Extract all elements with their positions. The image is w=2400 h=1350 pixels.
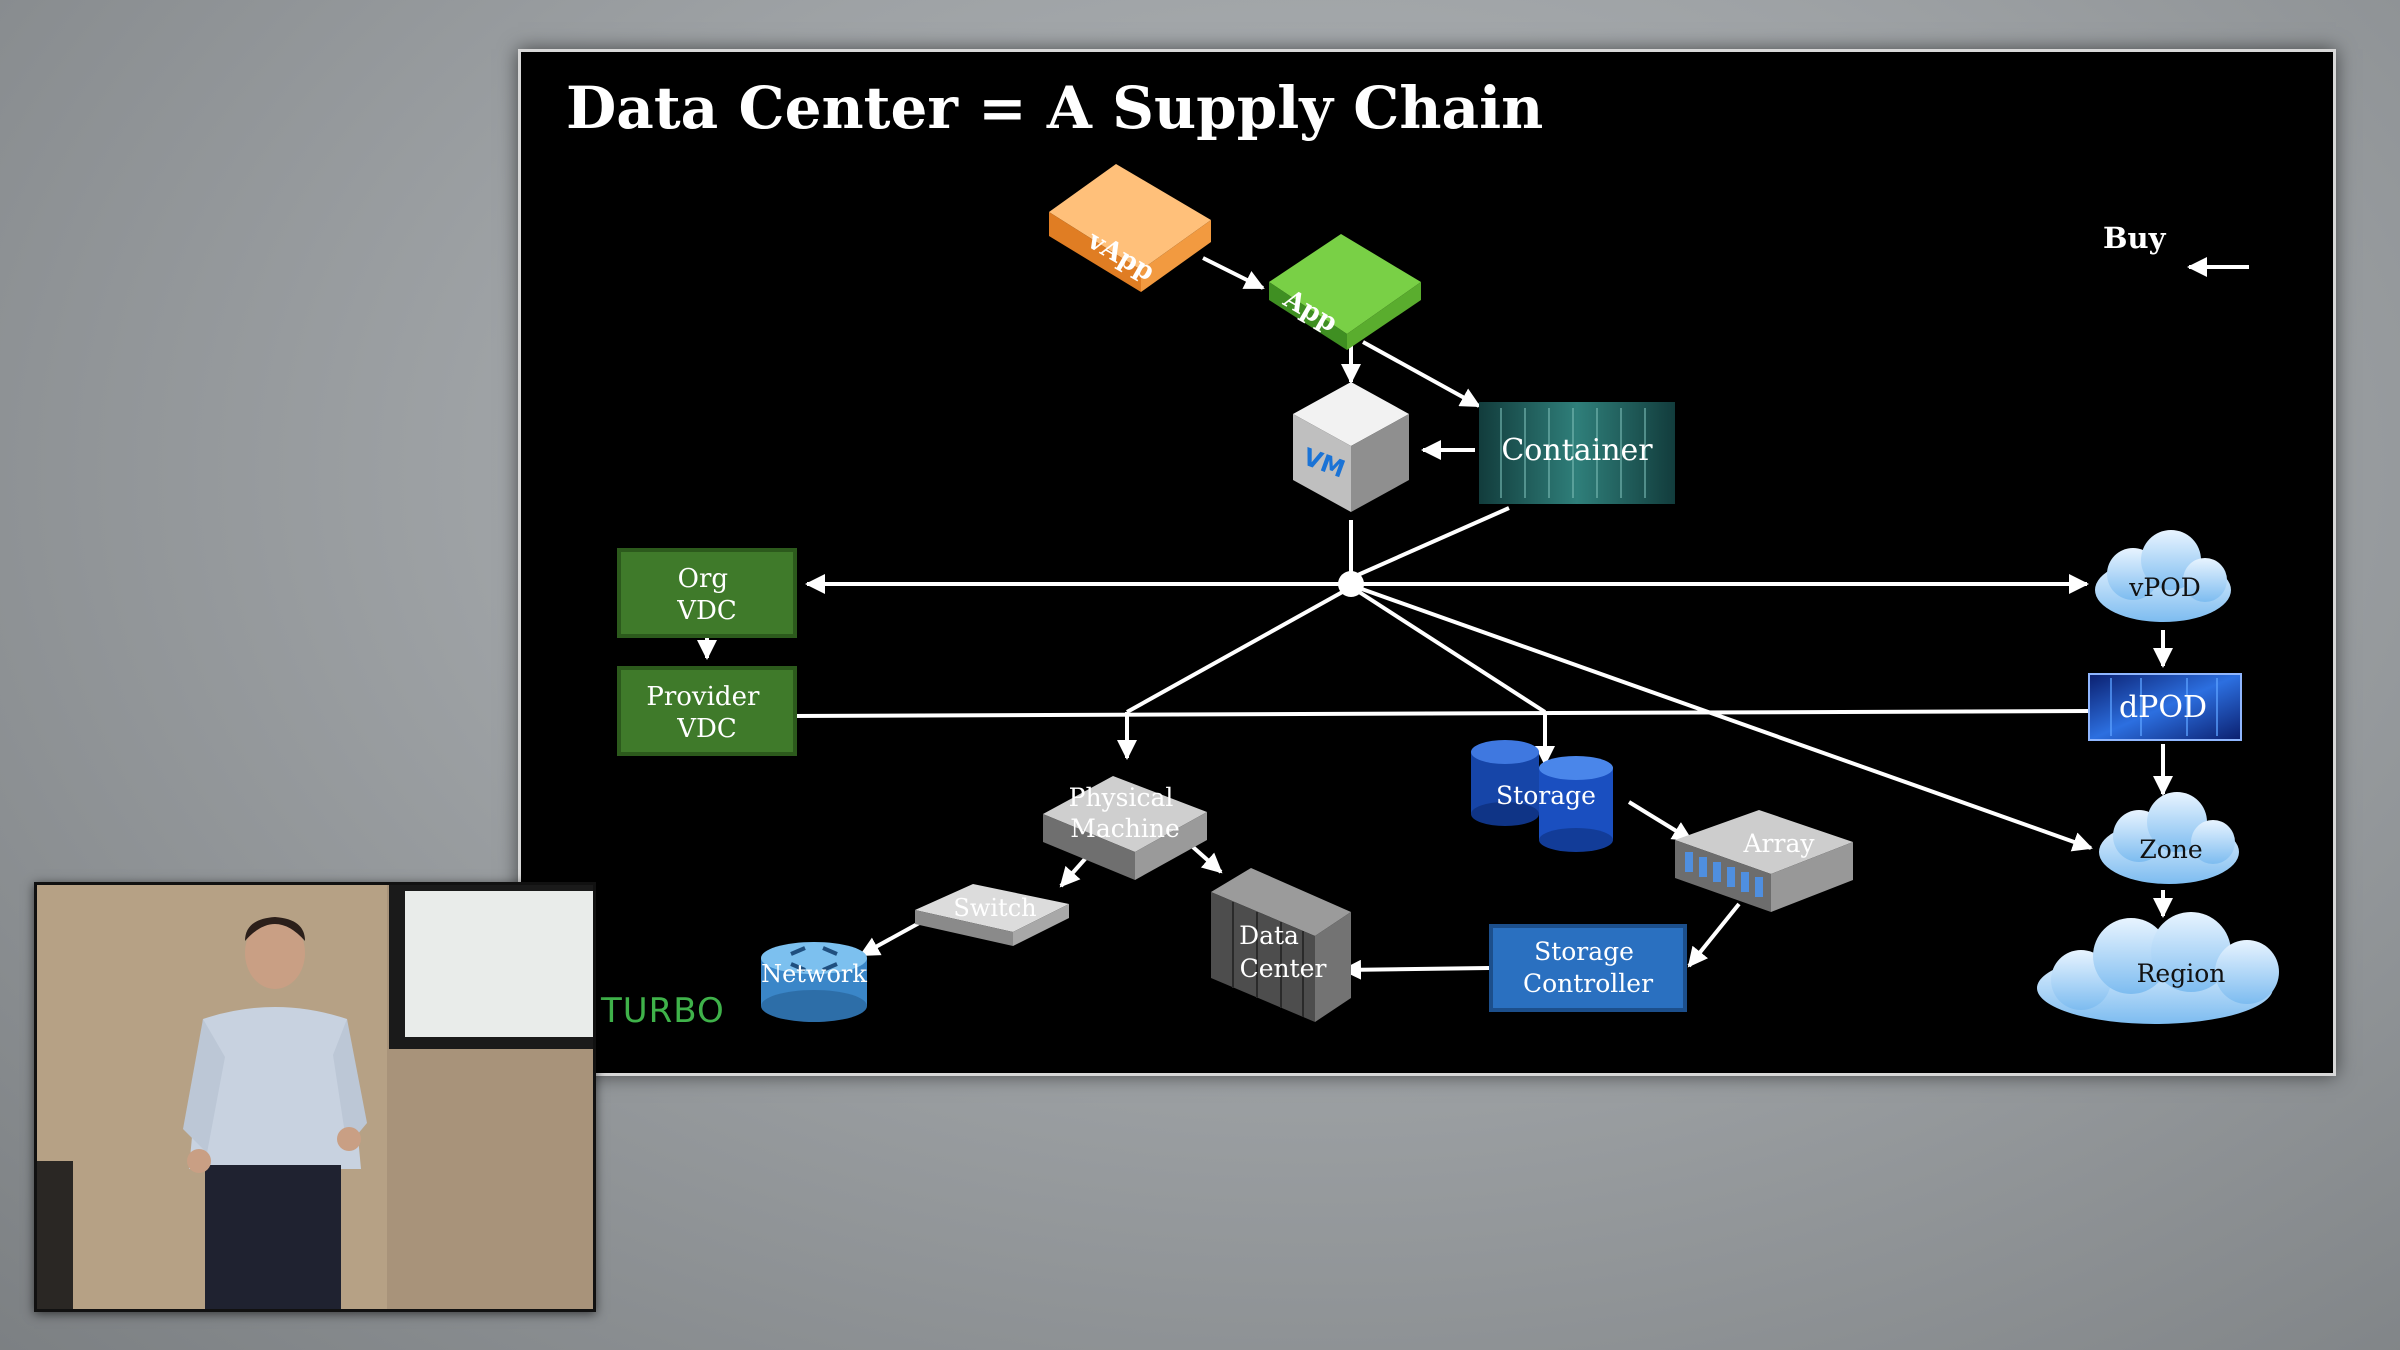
storage-node: Storage [1471,740,1613,852]
vapp-box: vApp [1049,164,1211,292]
dpod-label: dPOD [2119,690,2207,725]
provider-vdc-label-line2: VDC [676,714,737,744]
org-vdc-label-line1: Org [678,564,728,594]
svg-text:Data Center: Data Center [1239,921,1326,983]
svg-text:Provider VDC: Provider VDC [646,682,767,744]
dpod-node: dPOD [2088,673,2242,741]
vm-cube: VM [1293,382,1409,512]
data-center-label-line1: Data [1239,921,1299,950]
physical-machine-node: Physical Machine [1043,776,1207,880]
provider-vdc-node: Provider VDC [617,666,797,756]
speaker-figure [183,917,367,1309]
physical-machine-label-line1: Physical [1069,783,1174,812]
provider-vdc-label-line1: Provider [646,682,760,712]
speaker-video [34,882,596,1312]
array-label: Array [1743,829,1816,858]
network-label: Network [761,960,867,988]
supply-chain-diagram: Data Center = A Supply Chain Buy [566,74,2279,1031]
speaker-video-frame [37,885,593,1309]
app-box: App [1269,234,1421,350]
region-label: Region [2137,959,2226,988]
container-label: Container [1501,433,1653,468]
connectors [697,256,2249,980]
switch-label: Switch [953,894,1036,922]
storage-controller-node: Storage Controller [1489,924,1687,1012]
container-node: Container [1479,402,1675,504]
svg-text:Storage Controller: Storage Controller [1523,937,1653,998]
network-node: Network [761,942,867,1022]
presentation-slide: Data Center = A Supply Chain Buy [518,49,2336,1076]
hub-node [1338,571,1364,597]
zone-cloud: Zone [2099,792,2239,884]
zone-label: Zone [2139,835,2202,864]
data-center-node: Data Center [1211,868,1351,1022]
storage-controller-label-line2: Controller [1523,969,1653,998]
org-vdc-node: Org VDC [617,548,797,638]
array-node: Array [1675,810,1853,912]
storage-controller-label-line1: Storage [1534,937,1634,966]
turbo-logo: TURBO [600,991,725,1031]
switch-node: Switch [915,884,1069,946]
vpod-label: vPOD [2128,573,2200,602]
buy-label: Buy [2103,221,2167,255]
physical-machine-label-line2: Machine [1070,814,1180,843]
org-vdc-label-line2: VDC [676,596,737,626]
svg-text:Org VDC: Org VDC [676,564,737,626]
vpod-cloud: vPOD [2095,530,2231,622]
storage-label: Storage [1496,781,1596,810]
region-cloud: Region [2037,912,2279,1024]
data-center-label-line2: Center [1240,954,1327,983]
svg-text:Physical Machine: Physical Machine [1069,783,1182,843]
slide-title: Data Center = A Supply Chain [566,74,1543,142]
